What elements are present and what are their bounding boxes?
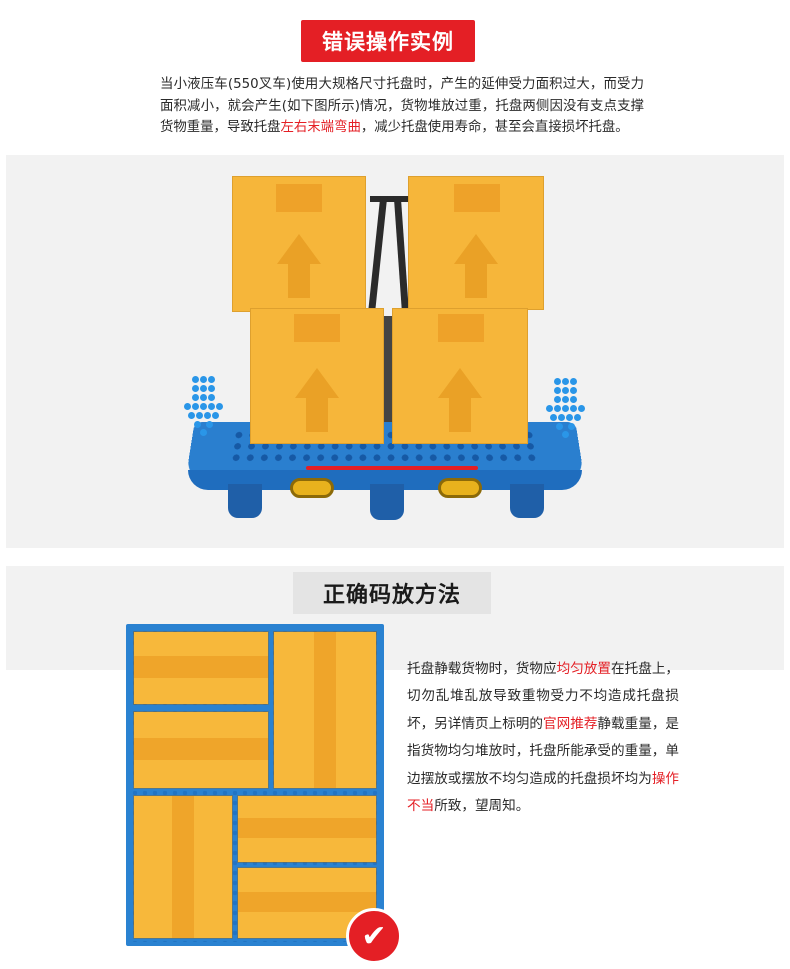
cargo-box (134, 796, 232, 938)
pallet-leg (228, 484, 262, 518)
cargo-box (250, 308, 384, 444)
truck-handle (370, 196, 416, 202)
pallet-edge (188, 470, 582, 490)
highlight-end-bending: 左右末端弯曲 (280, 120, 361, 135)
correct-method-title: 正确码放方法 (293, 572, 491, 614)
cargo-box (408, 176, 544, 310)
wrong-operation-text: 当小液压车(550叉车)使用大规格尺寸托盘时，产生的延伸受力面积过大，而受力面积… (160, 74, 644, 139)
pallet-leg (370, 484, 404, 520)
text-segment: ，减少托盘使用寿命，甚至会直接损坏托盘。 (360, 120, 629, 135)
cargo-box (134, 712, 268, 788)
correct-method-section: 正确码放方法 ✔ 托盘静载货物时，货物应均匀放置在托盘上，切勿乱堆乱放导致重物受… (0, 548, 790, 969)
pallet-overload-illustration (184, 176, 585, 520)
cargo-box (392, 308, 528, 444)
truck-wheel (290, 478, 334, 498)
downward-force-arrow-icon (546, 378, 585, 438)
cargo-box (238, 796, 376, 862)
truck-handle-bar (393, 196, 410, 316)
pallet-leg (510, 484, 544, 518)
highlight-even-placement: 均匀放置 (556, 661, 612, 677)
text-segment: 所致，望周知。 (434, 798, 530, 815)
truck-handle-bar (367, 196, 388, 316)
highlight-improper-operation: 操作不当 (407, 770, 680, 815)
checkmark-icon: ✔ (346, 908, 402, 964)
downward-force-arrow-icon (184, 376, 223, 436)
text-segment: 当小液压车(550叉车)使用大规格尺寸托盘时，产生的延伸受力面积过大，而受力面积… (160, 77, 644, 135)
highlight-official-recommended: 官网推荐 (543, 715, 598, 732)
correct-method-text: 托盘静载货物时，货物应均匀放置在托盘上，切勿乱堆乱放导致重物受力不均造成托盘损坏… (407, 656, 679, 820)
bend-indicator (306, 466, 478, 470)
top-view-pallet (126, 624, 384, 946)
wrong-operation-title: 错误操作实例 (301, 20, 475, 62)
text-segment: 托盘静载货物时，货物应 (407, 661, 557, 677)
text-segment: 静载重量，是指货物均匀堆放时，托盘所能承受的重量，单边摆放或摆放不均匀造成的托盘… (407, 715, 680, 787)
cargo-box (134, 632, 268, 704)
cargo-box (232, 176, 366, 312)
text-segment: 在托盘上，切勿乱堆乱放导致重物受力不均造成托盘损坏，另详情页上标明的 (407, 661, 680, 732)
truck-wheel (438, 478, 482, 498)
wrong-operation-section: 错误操作实例 当小液压车(550叉车)使用大规格尺寸托盘时，产生的延伸受力面积过… (6, 20, 784, 548)
cargo-box (274, 632, 376, 788)
